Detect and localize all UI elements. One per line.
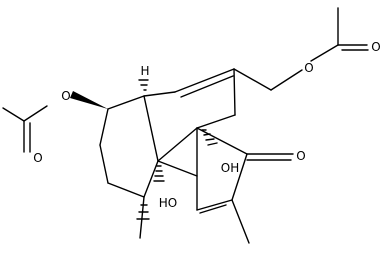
atom-h-stereo: H (140, 64, 149, 78)
bond (196, 199, 233, 211)
bond (310, 44, 339, 62)
bond-lines (2, 7, 369, 244)
bond (143, 95, 159, 162)
bond (143, 91, 176, 97)
atom-oh-ring: OH (221, 161, 239, 175)
atom-o-ester-left: O (61, 89, 70, 103)
atom-labels: O O O O OH HO O H (33, 40, 380, 210)
bond (99, 108, 109, 146)
atom-ho-junction: HO (159, 196, 177, 210)
bond (157, 127, 198, 162)
bond (270, 69, 303, 91)
bond (180, 75, 234, 98)
hashed-bond-ho (153, 165, 165, 182)
hashed-bond-methyl (136, 204, 150, 220)
bond (107, 182, 145, 198)
hashed-bond-oh (201, 129, 218, 146)
bond (23, 105, 48, 122)
bond (196, 127, 248, 155)
bond (143, 160, 159, 198)
bond (233, 68, 236, 116)
atom-o-ester-top: O (304, 61, 313, 75)
bond (157, 160, 198, 177)
bond (231, 199, 250, 244)
wedge-bond (70, 91, 108, 109)
bond (99, 144, 109, 184)
stereo-bonds (70, 79, 218, 220)
bond (107, 95, 145, 110)
bond (231, 153, 248, 201)
bond (174, 68, 235, 93)
bond (196, 114, 236, 129)
bond (233, 68, 272, 91)
atom-o-carbonyl-top: O (371, 40, 380, 54)
bond (139, 196, 145, 239)
atom-o-carbonyl-left: O (33, 151, 42, 165)
bond (199, 204, 227, 214)
hashed-bond-h (138, 79, 149, 91)
atom-o-ketone: O (296, 149, 305, 163)
bond (2, 107, 25, 122)
